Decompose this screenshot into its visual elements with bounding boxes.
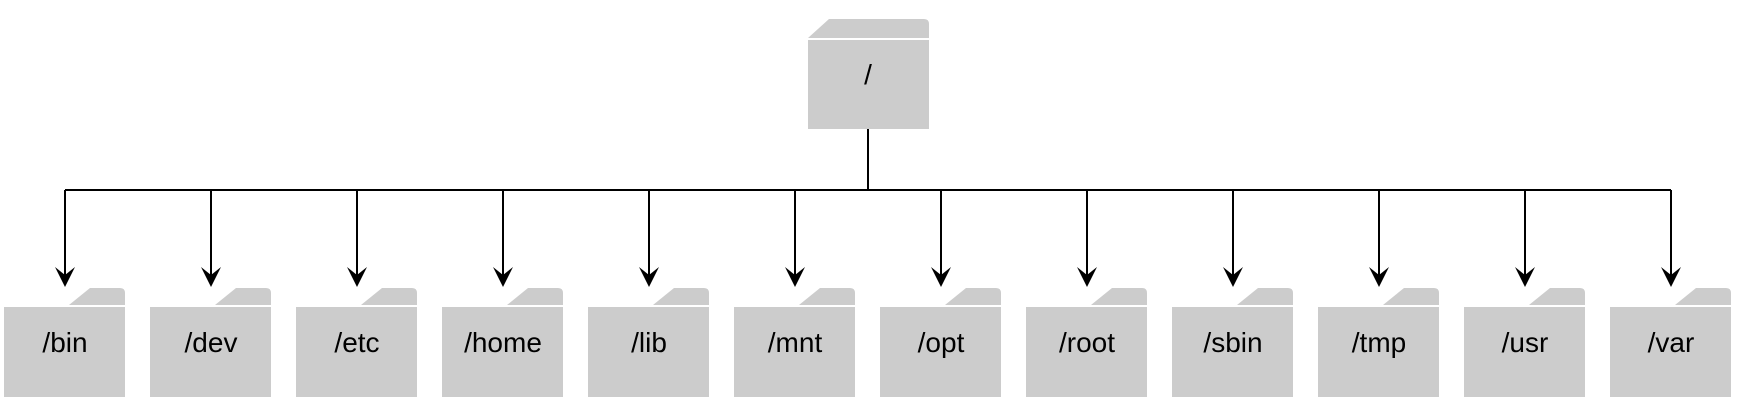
folder-label: /etc	[334, 327, 379, 358]
folder-icon	[880, 288, 1001, 397]
folder-label: /bin	[42, 327, 87, 358]
folder-icon	[1610, 288, 1731, 397]
folder-etc: /etc	[296, 288, 417, 397]
folder-icon	[442, 288, 563, 397]
folder-icon	[734, 288, 855, 397]
folder-icon	[588, 288, 709, 397]
arrowhead-icon	[1369, 267, 1389, 287]
folder-label: /opt	[918, 327, 965, 358]
arrowhead-icon	[55, 267, 75, 287]
folder-label: /root	[1059, 327, 1115, 358]
folder-bin: /bin	[4, 288, 125, 397]
folder-label: /tmp	[1352, 327, 1406, 358]
arrowhead-icon	[1661, 267, 1681, 287]
folder-label: /var	[1648, 327, 1695, 358]
arrowhead-icon	[201, 267, 221, 287]
folder-opt: /opt	[880, 288, 1001, 397]
folder-label: /home	[464, 327, 542, 358]
folder-dev: /dev	[150, 288, 271, 397]
tree-connectors	[55, 129, 1681, 287]
folder-icon	[1318, 288, 1439, 397]
arrowhead-icon	[785, 267, 805, 287]
arrowhead-icon	[1077, 267, 1097, 287]
arrowhead-icon	[347, 267, 367, 287]
arrowhead-icon	[931, 267, 951, 287]
root-folder-icon	[808, 19, 929, 129]
child-folders: /bin/dev/etc/home/lib/mnt/opt/root/sbin /…	[4, 288, 1731, 397]
arrowhead-icon	[493, 267, 513, 287]
folder-usr: /usr	[1464, 288, 1585, 397]
folder-icon	[4, 288, 125, 397]
folder-tmp: /tmp	[1318, 288, 1439, 397]
folder-label: /usr	[1502, 327, 1549, 358]
folder-lib: /lib	[588, 288, 709, 397]
root-folder: /	[808, 19, 929, 129]
folder-icon	[296, 288, 417, 397]
folder-icon	[150, 288, 271, 397]
folder-label: /dev	[185, 327, 238, 358]
folder-mnt: /mnt	[734, 288, 855, 397]
root-folder-label: /	[864, 59, 872, 90]
folder-icon	[1464, 288, 1585, 397]
arrowhead-icon	[639, 267, 659, 287]
folder-home: /home	[442, 288, 563, 397]
folder-icon	[1172, 288, 1293, 397]
folder-label: /mnt	[768, 327, 823, 358]
arrowhead-icon	[1223, 267, 1243, 287]
folder-var: /var	[1610, 288, 1731, 397]
folder-root: /root	[1026, 288, 1147, 397]
folder-sbin: /sbin	[1172, 288, 1293, 397]
arrowhead-icon	[1515, 267, 1535, 287]
folder-label: /sbin	[1203, 327, 1262, 358]
folder-icon	[1026, 288, 1147, 397]
folder-label: /lib	[631, 327, 667, 358]
